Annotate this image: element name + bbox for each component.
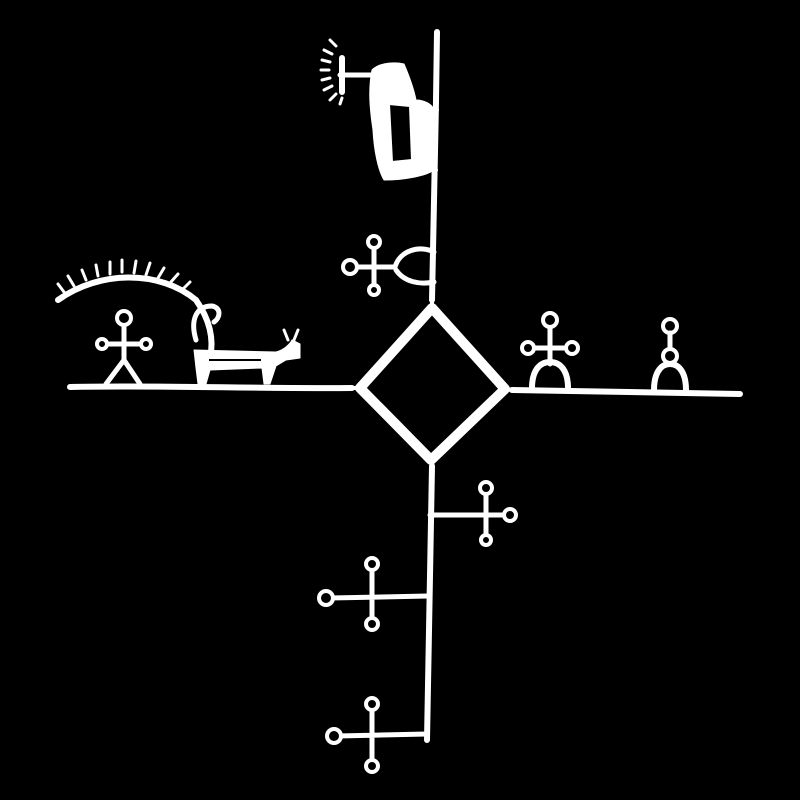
bottom-cross-3-left bbox=[325, 727, 343, 745]
bottom-arm-line bbox=[424, 463, 435, 743]
top-arm-line bbox=[429, 29, 440, 303]
right-arm-line bbox=[509, 387, 743, 397]
bottom-cross-1-down bbox=[479, 533, 493, 547]
right-cross-1-head bbox=[541, 311, 559, 329]
human-hand-right bbox=[139, 337, 153, 351]
cross-figure-arch-right-arm bbox=[520, 311, 580, 391]
cross-axes bbox=[67, 29, 743, 743]
right-cross-1-left bbox=[520, 340, 536, 356]
ring-figure-arch-right-arm bbox=[651, 317, 689, 393]
cross-figure-bottom-arm-3 bbox=[325, 696, 430, 774]
cross-top-node-down bbox=[367, 283, 381, 297]
animal-body-window bbox=[207, 357, 263, 363]
cross-top-node-left bbox=[341, 258, 359, 276]
bottom-cross-2-up bbox=[364, 556, 380, 572]
bottom-cross-1-up bbox=[478, 480, 494, 496]
bottom-cross-2-left bbox=[317, 589, 335, 607]
animal-antler bbox=[191, 303, 222, 343]
cross-top-arms bbox=[349, 241, 437, 291]
bottom-cross-1-arms bbox=[427, 489, 511, 541]
human-head bbox=[115, 309, 133, 327]
human-body bbox=[101, 323, 147, 387]
diamond-connectors bbox=[350, 298, 514, 468]
reindeer-animal bbox=[191, 303, 301, 385]
drum-hammer-and-sun bbox=[319, 38, 439, 181]
bottom-cross-3-down bbox=[364, 758, 380, 774]
animal-ears bbox=[282, 328, 300, 342]
cross-figure-bottom-arm-1 bbox=[427, 480, 518, 547]
right-cross-1-arms bbox=[527, 323, 573, 367]
cross-top-node-up bbox=[366, 234, 382, 250]
bottom-cross-3-up bbox=[364, 696, 380, 712]
cross-figure-top-arm bbox=[341, 234, 437, 297]
cross-top-base bbox=[393, 267, 437, 286]
drum-link bbox=[432, 108, 439, 172]
bottom-cross-3-arms bbox=[335, 705, 430, 765]
stick-human-left-arm bbox=[95, 309, 153, 387]
drum-window bbox=[387, 102, 414, 164]
right-ring-arch bbox=[651, 361, 689, 393]
left-arm-line bbox=[67, 383, 355, 392]
right-cross-1-arch bbox=[529, 359, 571, 391]
human-hand-left bbox=[95, 337, 109, 351]
bottom-cross-2-down bbox=[364, 616, 380, 632]
right-ring-middle bbox=[661, 347, 679, 365]
cross-figure-bottom-arm-2 bbox=[317, 556, 431, 632]
sun-rays bbox=[56, 258, 192, 294]
bottom-cross-2-arms bbox=[327, 565, 431, 623]
bottom-cross-1-right bbox=[502, 507, 518, 523]
hammer-rays bbox=[319, 38, 344, 106]
right-cross-1-right bbox=[564, 340, 580, 356]
central-diamond bbox=[350, 298, 514, 468]
